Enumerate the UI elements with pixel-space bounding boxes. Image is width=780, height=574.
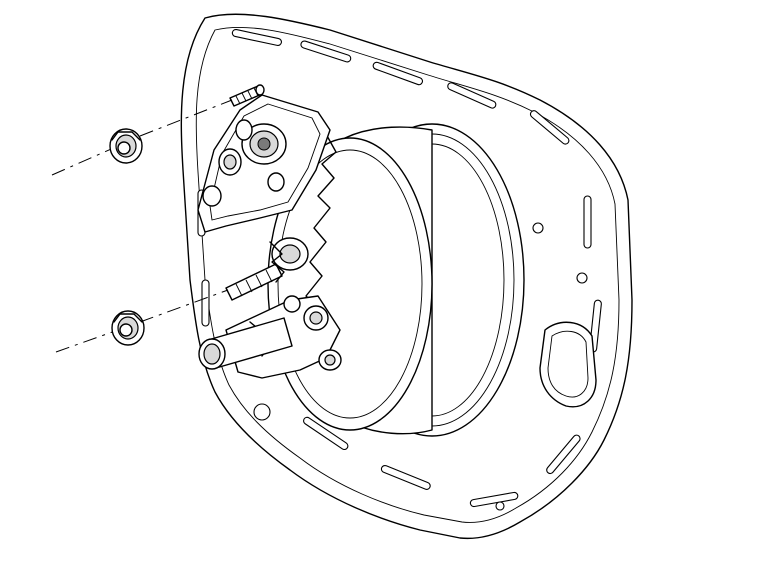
master-cylinder-bracket — [197, 94, 331, 233]
centerline-lower — [55, 329, 119, 353]
mounting-stud-upper — [229, 84, 265, 107]
flange-nut-upper — [109, 128, 143, 164]
centerline-lower-stud — [139, 289, 229, 323]
centerline-upper-stud — [139, 99, 233, 137]
centerline-upper — [51, 145, 119, 176]
flange-nut-lower — [111, 310, 145, 346]
mounting-stud-lower — [225, 237, 309, 301]
pushrod — [198, 317, 293, 370]
